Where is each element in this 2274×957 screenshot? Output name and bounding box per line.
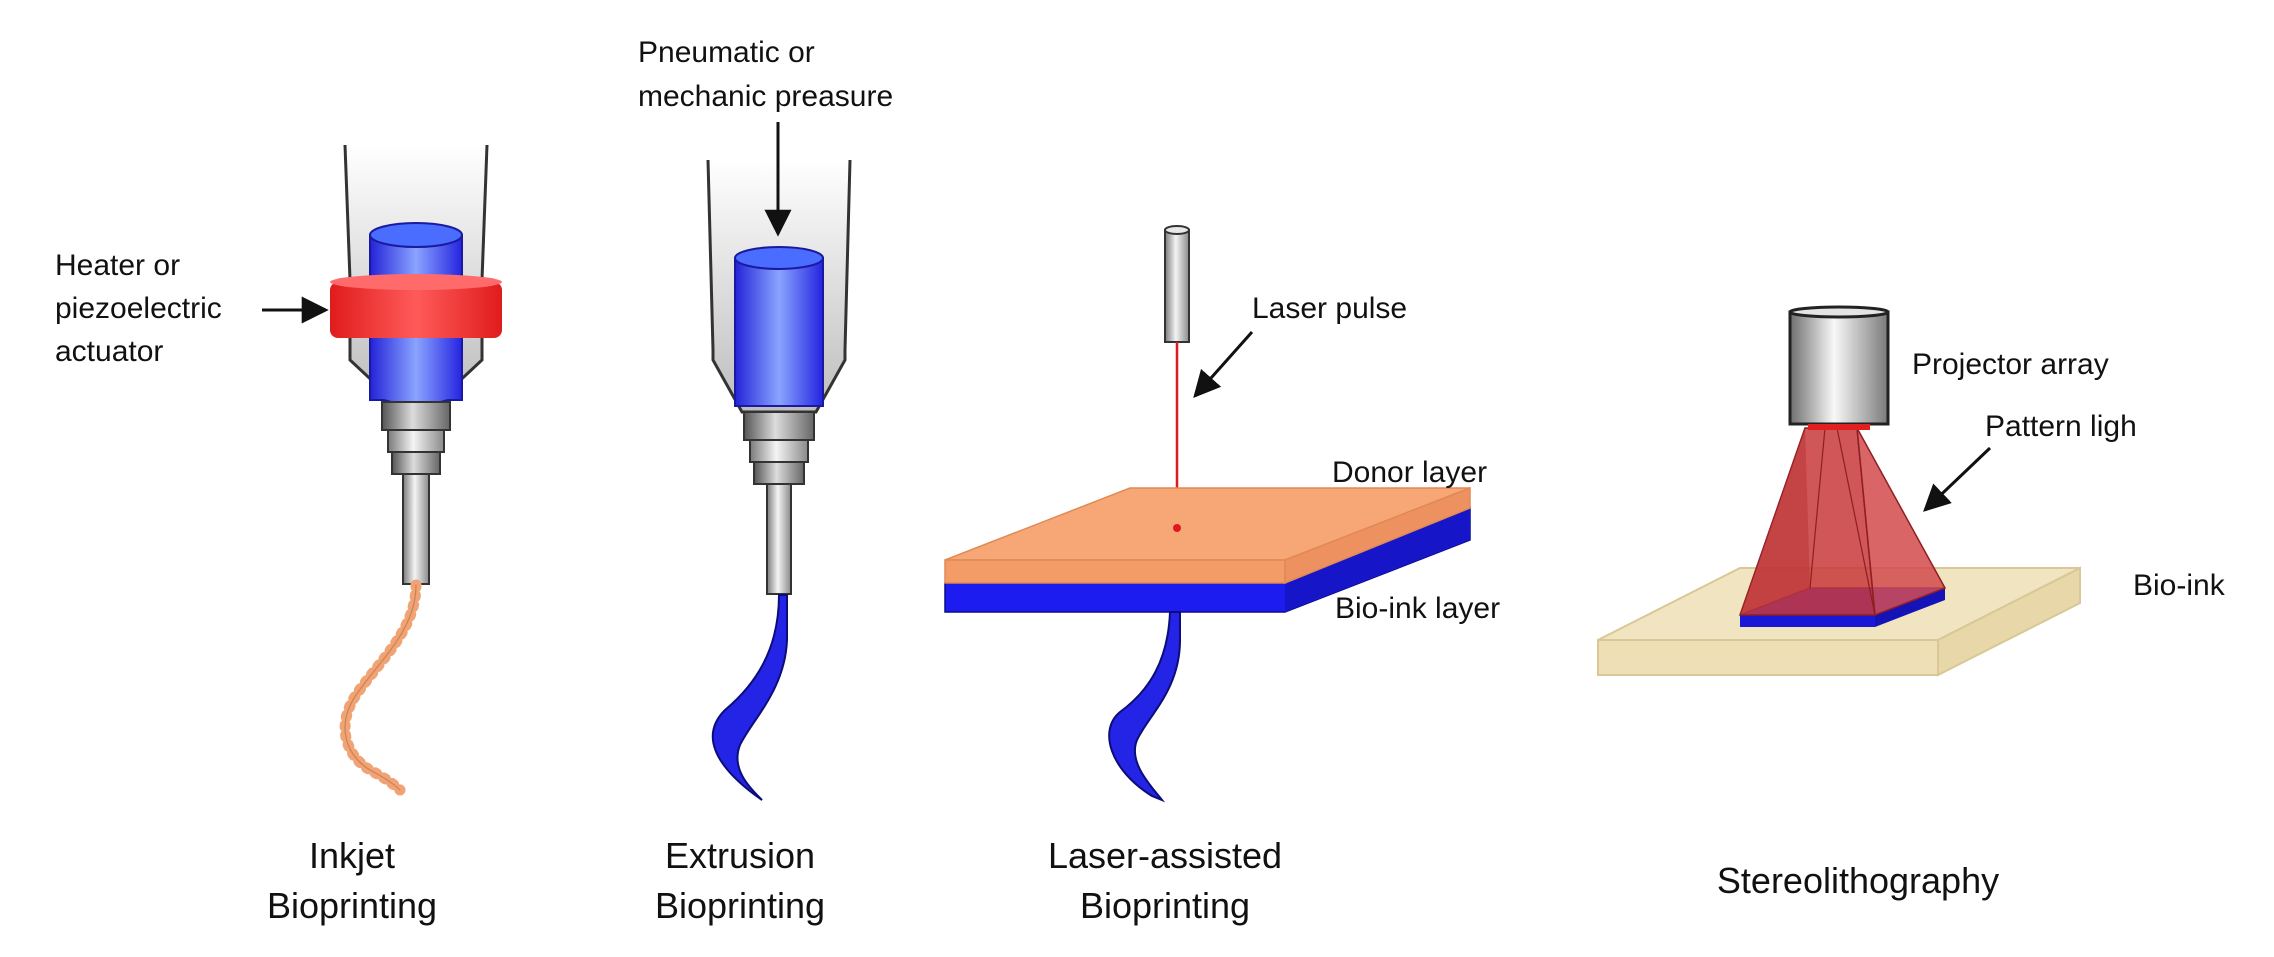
laser-caption-line2: Bioprinting (1080, 885, 1250, 926)
heater-ring (330, 274, 502, 338)
extrusion-syringe (706, 159, 852, 595)
extrusion-panel: Pneumatic or mechanic preasure Extrusion… (638, 36, 893, 926)
stereo-panel: Projector array Pattern ligh Bio-ink Ste… (1597, 305, 2226, 901)
laser-source (1164, 225, 1190, 343)
heater-label-line3: actuator (55, 335, 163, 368)
projector-label: Projector array (1912, 348, 2109, 381)
pattern-light-arrow (1923, 446, 1992, 512)
bioink-layer-label: Bio-ink layer (1335, 592, 1500, 625)
pressure-label-line2: mechanic preasure (638, 80, 893, 113)
stereo-caption: Stereolithography (1717, 860, 1999, 901)
bioink-tray (1597, 566, 2081, 677)
laser-pulse-arrow (1193, 331, 1254, 399)
extrusion-caption-line1: Extrusion (665, 835, 815, 876)
pattern-light-cone (1738, 427, 1947, 617)
extrusion-caption-line2: Bioprinting (655, 885, 825, 926)
laser-pulse-label: Laser pulse (1252, 292, 1407, 325)
projector-array (1788, 305, 1890, 430)
heater-label-line1: Heater or (55, 249, 180, 282)
laser-caption-line1: Laser-assisted (1048, 835, 1282, 876)
laser-focus-dot (1173, 524, 1181, 532)
inkjet-syringe (330, 144, 502, 585)
extrusion-filament (711, 594, 788, 801)
donor-layer-label: Donor layer (1332, 456, 1487, 489)
inkjet-caption-line1: Inkjet (309, 835, 395, 876)
laser-panel: Laser pulse Donor layer Bio-ink layer La… (944, 225, 1500, 926)
bioink-tray-label: Bio-ink (2133, 569, 2226, 602)
laser-ejected-filament (1108, 611, 1181, 803)
heater-label-line2: piezoelectric (55, 292, 222, 325)
pattern-light-label: Pattern ligh (1985, 410, 2137, 443)
inkjet-panel: Heater or piezoelectric actuator Inkjet … (55, 144, 502, 926)
inkjet-caption-line2: Bioprinting (267, 885, 437, 926)
inkjet-droplet-stream (339, 579, 422, 796)
pressure-label-line1: Pneumatic or (638, 36, 815, 69)
donor-layer (944, 486, 1471, 585)
